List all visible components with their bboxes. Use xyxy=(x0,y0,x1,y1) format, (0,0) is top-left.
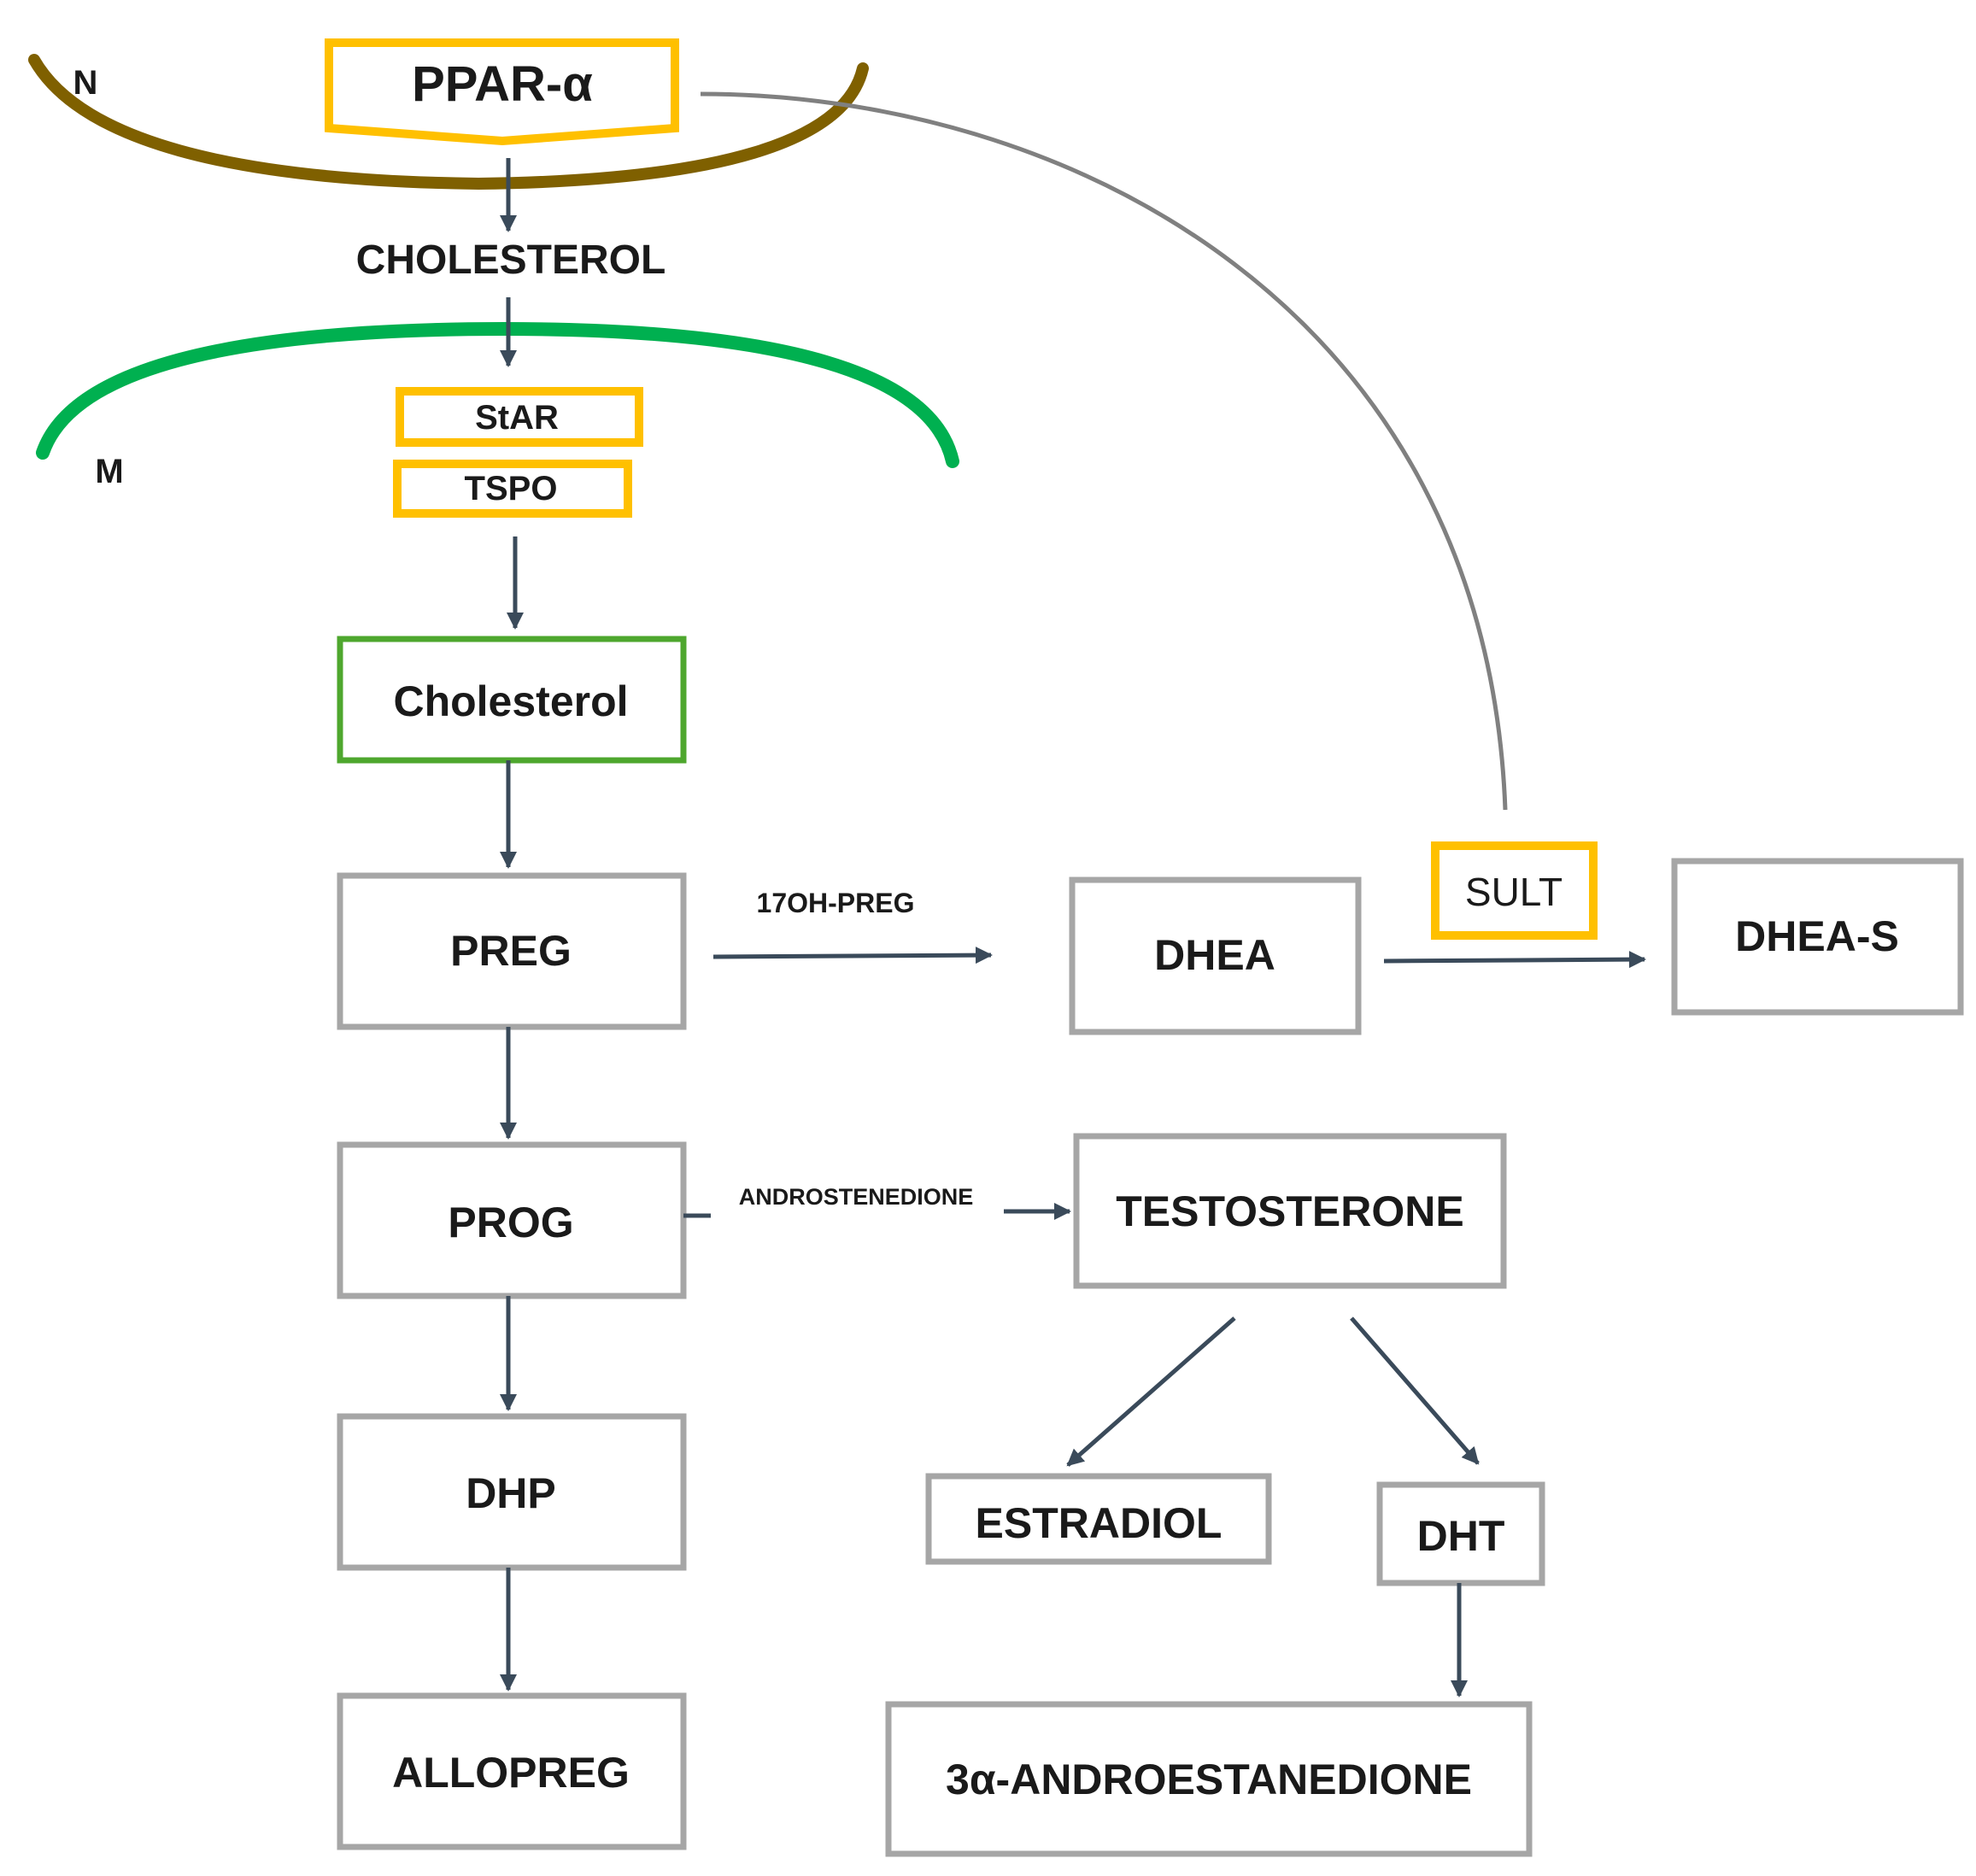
edge-label-17oh-preg: 17OH-PREG xyxy=(757,888,915,918)
arrow-testosterone-to-estradiol xyxy=(1066,1316,1236,1467)
dheas-box xyxy=(1671,858,1964,1016)
nucleus-label: N xyxy=(73,64,98,102)
prog-box xyxy=(337,1141,687,1299)
allopreg-label: ALLOPREG xyxy=(392,1749,630,1797)
mitochondria-membrane xyxy=(36,321,959,468)
estradiol-label: ESTRADIOL xyxy=(976,1499,1223,1547)
star-box xyxy=(396,387,643,447)
testosterone-box xyxy=(1073,1133,1507,1289)
testosterone-label: TESTOSTERONE xyxy=(1116,1187,1463,1235)
dhea-box xyxy=(1069,876,1362,1035)
arrow-testosterone-to-dht xyxy=(1350,1316,1480,1465)
nucleus-membrane xyxy=(28,54,869,191)
arrow-preg-to-dhea xyxy=(712,947,993,964)
preg-box xyxy=(337,872,687,1030)
cholesterol-label: Cholesterol xyxy=(393,677,628,725)
preg-label: PREG xyxy=(450,927,572,975)
tspo-label: TSPO xyxy=(465,470,558,507)
cholesterol-upper-label: CHOLESTEROL xyxy=(356,237,666,283)
dhea-label: DHEA xyxy=(1154,931,1275,979)
allopreg-box xyxy=(337,1692,687,1850)
arrow-dhea-to-dheas xyxy=(1383,951,1646,969)
dhp-box xyxy=(337,1413,687,1571)
estradiol-box xyxy=(925,1473,1272,1565)
mitochondria-label: M xyxy=(95,453,123,490)
dht-label: DHT xyxy=(1417,1512,1505,1560)
star-label: StAR xyxy=(475,399,559,437)
dheas-label: DHEA-S xyxy=(1735,912,1899,960)
dhp-label: DHP xyxy=(466,1469,556,1517)
ppar-alpha-box xyxy=(325,38,679,146)
edge-label-androstenedione: ANDROSTENEDIONE xyxy=(739,1184,974,1210)
prog-label: PROG xyxy=(448,1199,573,1246)
androestanedione-box xyxy=(885,1701,1533,1857)
tspo-box xyxy=(393,460,632,518)
ppar-to-sult-curve xyxy=(700,91,1508,811)
ppar-alpha-label: PPAR-α xyxy=(412,56,593,112)
sult-box xyxy=(1431,841,1598,940)
androestanedione-label: 3α-ANDROESTANEDIONE xyxy=(946,1756,1472,1803)
sult-label: SULT xyxy=(1465,870,1563,914)
cholesterol-box xyxy=(337,636,687,764)
